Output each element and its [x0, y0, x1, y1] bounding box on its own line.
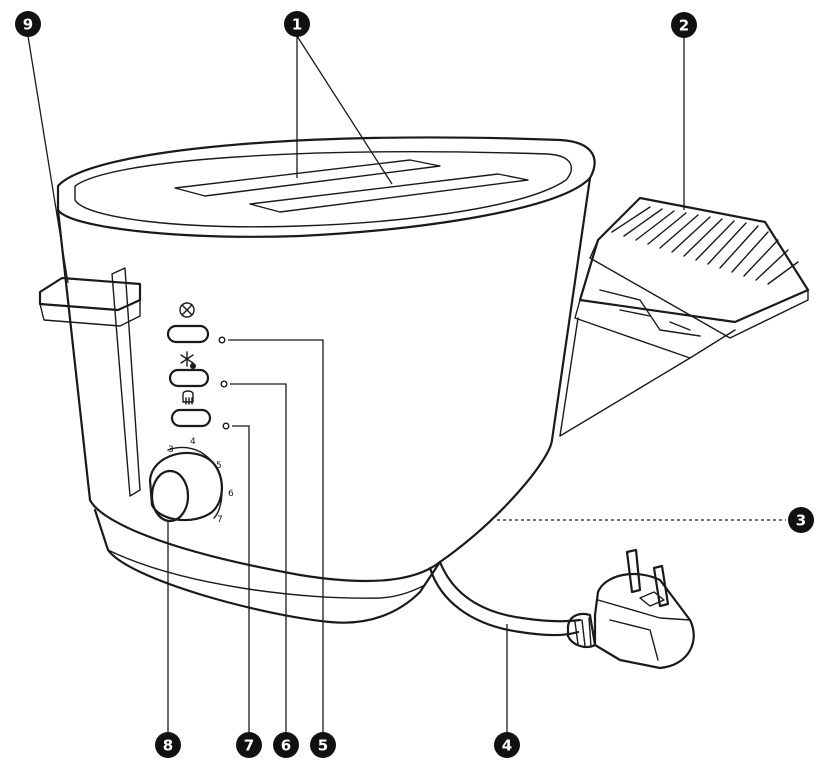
cancel-button [166, 324, 210, 344]
dial-number-6: 6 [228, 489, 234, 499]
reheat-indicator-light [222, 422, 230, 430]
callout-6: 6 [273, 732, 299, 758]
defrost-button [168, 368, 210, 388]
control-panel: 3 4 5 6 7 [148, 302, 234, 525]
cancel-indicator-light [218, 336, 226, 344]
crumb-tray-grille [611, 206, 799, 285]
dial-number-3: 3 [168, 445, 174, 455]
defrost-indicator-light [220, 380, 228, 388]
svg-text:2: 2 [679, 17, 689, 35]
callout-2: 2 [671, 12, 697, 38]
svg-text:1: 1 [292, 16, 302, 34]
callout-8: 8 [155, 732, 181, 758]
callout-4: 4 [494, 732, 520, 758]
svg-text:9: 9 [23, 16, 33, 34]
cancel-icon [179, 302, 195, 318]
svg-text:3: 3 [796, 512, 806, 530]
callout-7: 7 [236, 732, 262, 758]
crumb-tray [559, 196, 810, 437]
leader-lines [27, 35, 786, 732]
bread-slots [174, 159, 529, 213]
svg-text:4: 4 [502, 737, 512, 755]
snowflake-icon [180, 351, 196, 369]
power-cord [428, 560, 582, 637]
svg-text:8: 8 [163, 737, 173, 755]
callout-5: 5 [310, 732, 336, 758]
toaster-body [38, 136, 596, 624]
callout-9: 9 [15, 11, 41, 37]
svg-text:5: 5 [318, 737, 328, 755]
callout-1: 1 [284, 11, 310, 37]
toast-icon [182, 390, 194, 405]
lift-lever [38, 276, 142, 327]
reheat-button [170, 408, 212, 428]
dial-number-4: 4 [190, 437, 196, 447]
dial-number-7: 7 [217, 515, 223, 525]
power-plug [566, 548, 695, 670]
svg-text:6: 6 [281, 737, 291, 755]
browning-dial [148, 446, 223, 523]
dial-number-5: 5 [216, 461, 222, 471]
svg-text:7: 7 [244, 737, 254, 755]
callout-3: 3 [788, 507, 814, 533]
